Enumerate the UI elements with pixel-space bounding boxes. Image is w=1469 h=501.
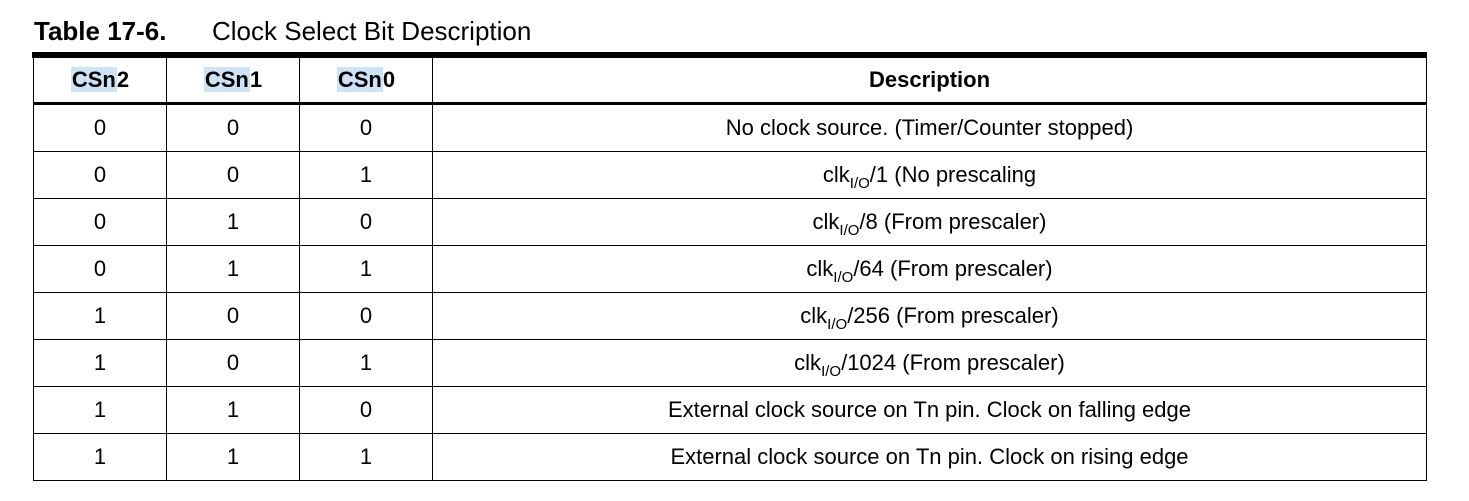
header-description: Description xyxy=(432,57,1427,105)
cell-description: External clock source on Tn pin. Clock o… xyxy=(432,386,1427,434)
cell-cs2: 1 xyxy=(33,433,167,481)
cell-cs0: 1 xyxy=(299,151,433,199)
cell-description: clkI/O/1 (No prescaling xyxy=(432,151,1427,199)
cell-cs0: 1 xyxy=(299,245,433,293)
cell-cs1: 1 xyxy=(166,433,300,481)
cell-cs2: 1 xyxy=(33,339,167,387)
cell-description: External clock source on Tn pin. Clock o… xyxy=(432,433,1427,481)
header-csn0: CSn0 xyxy=(299,57,433,105)
header-highlight: CSn xyxy=(336,66,383,92)
cell-cs0: 0 xyxy=(299,198,433,246)
header-csn2: CSn2 xyxy=(33,57,167,105)
table-caption: Table 17-6. Clock Select Bit Description xyxy=(34,14,531,48)
header-highlight: CSn xyxy=(203,66,250,92)
cell-description: clkI/O/256 (From prescaler) xyxy=(432,292,1427,340)
cell-cs0: 0 xyxy=(299,103,433,152)
cell-cs1: 0 xyxy=(166,103,300,152)
cell-cs0: 0 xyxy=(299,292,433,340)
cell-cs2: 1 xyxy=(33,292,167,340)
table-title: Clock Select Bit Description xyxy=(212,16,532,46)
cell-cs2: 0 xyxy=(33,151,167,199)
cell-cs1: 1 xyxy=(166,386,300,434)
cell-cs0: 1 xyxy=(299,339,433,387)
table-top-rule xyxy=(32,52,1427,58)
cell-cs1: 0 xyxy=(166,292,300,340)
header-highlight: CSn xyxy=(70,66,117,92)
cell-description: No clock source. (Timer/Counter stopped) xyxy=(432,103,1427,152)
cell-description: clkI/O/64 (From prescaler) xyxy=(432,245,1427,293)
cell-cs1: 0 xyxy=(166,151,300,199)
cell-cs0: 0 xyxy=(299,386,433,434)
cell-cs2: 0 xyxy=(33,198,167,246)
cell-cs2: 0 xyxy=(33,103,167,152)
cell-cs0: 1 xyxy=(299,433,433,481)
cell-description: clkI/O/8 (From prescaler) xyxy=(432,198,1427,246)
cell-cs2: 1 xyxy=(33,386,167,434)
table-number: Table 17-6. xyxy=(34,16,167,46)
header-row: CSn2 CSn1 CSn0 Description xyxy=(33,57,1427,105)
cell-cs1: 1 xyxy=(166,198,300,246)
header-csn1: CSn1 xyxy=(166,57,300,105)
cell-cs2: 0 xyxy=(33,245,167,293)
cell-cs1: 1 xyxy=(166,245,300,293)
cell-cs1: 0 xyxy=(166,339,300,387)
cell-description: clkI/O/1024 (From prescaler) xyxy=(432,339,1427,387)
